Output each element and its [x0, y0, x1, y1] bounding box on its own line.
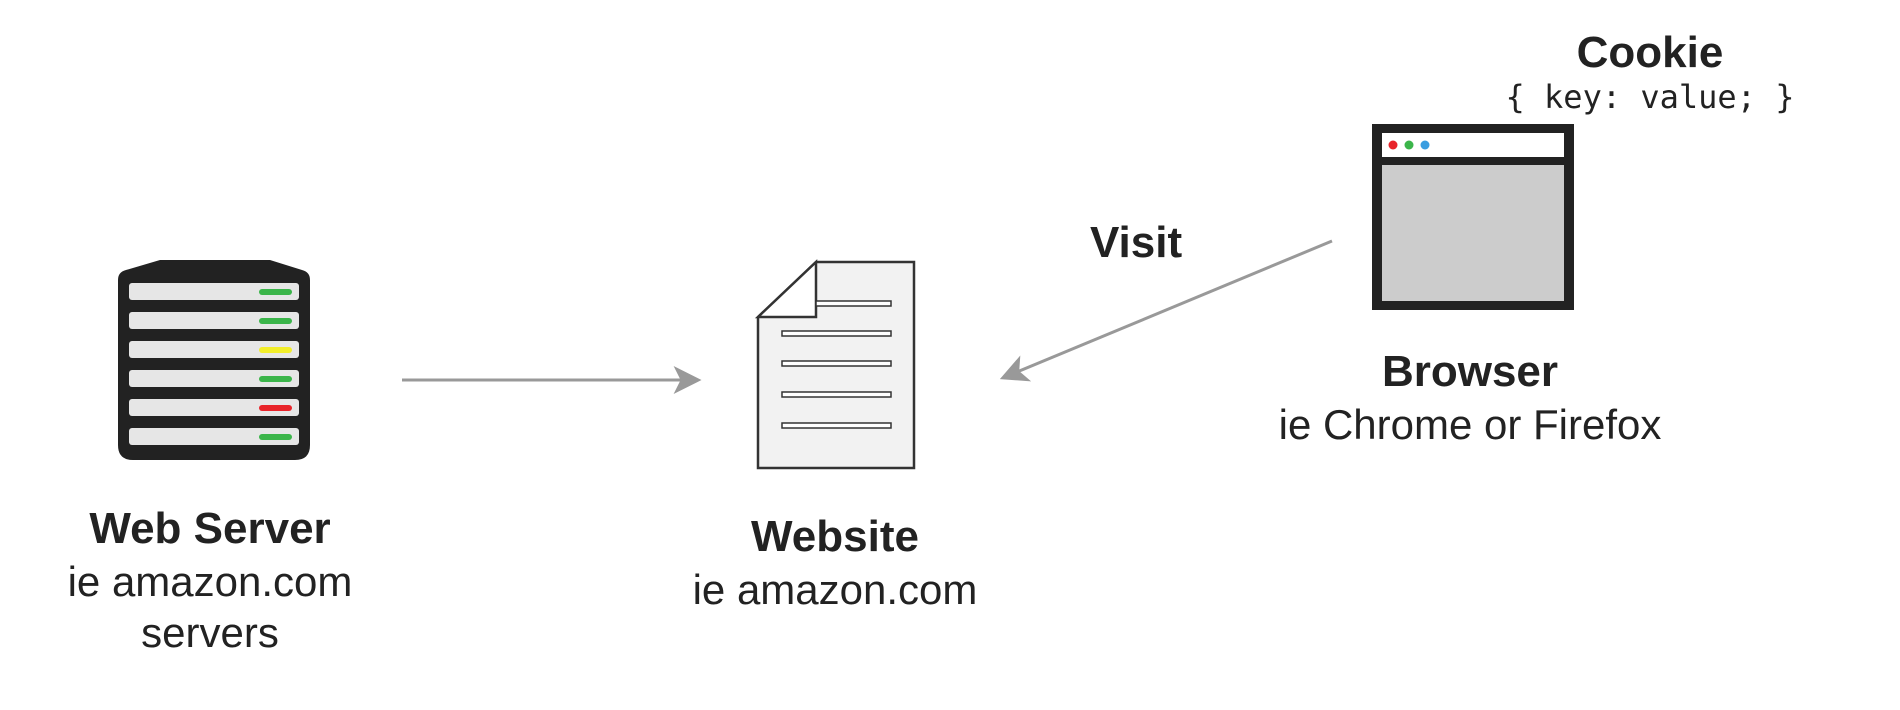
server-slot — [129, 370, 299, 387]
server-indicator-light — [259, 318, 292, 324]
web-server-line1: ie amazon.com — [67, 557, 353, 605]
server-indicator-light — [259, 376, 292, 382]
server-indicator-light — [259, 289, 292, 295]
web-server-line2: servers — [141, 608, 279, 656]
browser-to-website-arrow — [999, 239, 1333, 382]
document-icon — [754, 259, 916, 470]
browser-title: Browser — [1381, 347, 1559, 396]
cookie-value: { key: value; } — [1505, 78, 1795, 116]
server-indicator-light — [259, 405, 292, 411]
browser-subtitle: ie Chrome or Firefox — [1278, 400, 1662, 448]
server-indicator-light — [259, 347, 292, 353]
web-server-label: Web Server ie amazon.com servers — [40, 502, 380, 658]
server-slot — [129, 283, 299, 300]
server-slot — [129, 341, 299, 358]
browser-window-icon — [1372, 124, 1574, 310]
browser-window-dot — [1404, 140, 1414, 150]
website-subtitle: ie amazon.com — [692, 565, 978, 613]
browser-window-dot — [1388, 140, 1398, 150]
web-server-icon — [118, 260, 310, 460]
web-server-title: Web Server — [89, 504, 331, 553]
server-slot — [129, 399, 299, 416]
website-label: Website ie amazon.com — [665, 510, 1005, 615]
server-indicator-light — [259, 434, 292, 440]
cookie-title: Cookie — [1576, 28, 1724, 77]
browser-window-dot — [1420, 140, 1430, 150]
server-slot — [129, 312, 299, 329]
website-title: Website — [751, 512, 919, 561]
visit-edge-label: Visit — [1090, 218, 1183, 267]
browser-label: Browser ie Chrome or Firefox — [1240, 345, 1700, 450]
server-slot — [129, 428, 299, 445]
